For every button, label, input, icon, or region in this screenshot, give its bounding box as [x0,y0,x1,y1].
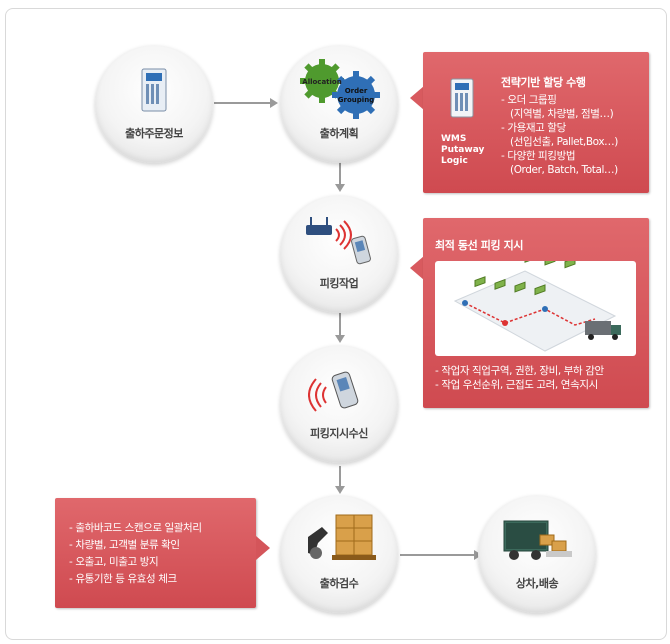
node-order-info: 출하주문정보 [95,45,213,163]
scanner-pallet-icon [308,514,376,560]
list-item: - 유통기한 등 유효성 체크 [69,573,177,585]
router-signal-icon [306,217,371,265]
arrow-receive-to-inspect [339,466,341,488]
list-item: - 다양한 피킹방법 [501,150,576,162]
node-label: 출하검수 [319,577,359,590]
panel-list: - 출하바코드 스캔으로 일괄처리 - 차량별, 고객별 분류 확인 - 오출고… [69,520,202,588]
wms-line: Logic [441,156,468,166]
callout-pointer [256,536,270,560]
warehouse-layout-icon [453,249,621,352]
gear-label-order: Order [345,87,368,95]
list-item: (지역별, 차량별, 점별…) [510,108,614,120]
node-loading-delivery: 상차,배송 [478,495,596,613]
arrow-head [335,486,345,494]
list-item: - 출하바코드 스캔으로 일괄처리 [69,522,202,534]
list-item: - 오출고, 미출고 방지 [69,556,159,568]
server-icon [450,78,474,118]
arrow-head [270,98,278,108]
node-label: 출하주문정보 [125,127,183,140]
gear-label-allocation: Allocation [302,78,341,86]
node-label: 출하계획 [319,127,359,140]
arrow-order-to-plan [214,102,272,104]
callout-pointer [410,256,424,280]
arrow-plan-to-picking [339,160,341,186]
node-shipping-plan: Allocation Order Grouping 출하계획 [280,45,398,163]
list-item: - 차량별, 고객별 분류 확인 [69,539,180,551]
gears-icon: Allocation Order Grouping [300,59,380,119]
wms-logic-label: WMS Putaway Logic [441,134,484,167]
arrow-head [335,335,345,343]
arrow-head [335,184,345,192]
panel-strategy-allocation: WMS Putaway Logic 전략기반 할당 수행 - 오더 그룹핑 (지… [423,52,649,193]
server-icon [141,68,167,112]
arrow-picking-to-receive [339,313,341,337]
list-item: - 가용재고 할당 [501,122,566,134]
panel-list: - 오더 그룹핑 (지역별, 차량별, 점별…) - 가용재고 할당 (선입선출… [501,93,618,177]
list-item: - 작업자 직업구역, 권한, 장비, 부하 감안 [435,365,604,377]
panel-shipping-inspection: - 출하바코드 스캔으로 일괄처리 - 차량별, 고객별 분류 확인 - 오출고… [55,498,256,608]
panel-title: 최적 동선 피킹 지시 [435,239,524,252]
wms-line: Putaway [441,145,485,155]
node-label: 피킹작업 [319,277,359,290]
wms-line: WMS [441,134,467,144]
node-label: 상차,배송 [515,577,559,590]
warehouse-map-image [435,249,636,356]
list-item: - 작업 우선순위, 근접도 고려, 연속지시 [435,379,598,391]
callout-pointer [410,86,424,110]
panel-list: - 작업자 직업구역, 권한, 장비, 부하 감안 - 작업 우선순위, 근접도… [435,364,604,392]
list-item: (선입선출, Pallet,Box…) [510,136,618,148]
node-label: 피킹지시수신 [310,427,368,440]
panel-title: 전략기반 할당 수행 [501,76,586,89]
gear-label-grouping: Grouping [338,96,374,104]
handheld-signal-icon [308,371,359,412]
node-shipping-inspection: 출하검수 [280,495,398,613]
node-picking-work: 피킹작업 [280,195,398,313]
panel-optimal-picking: 최적 동선 피킹 지시 - 작업자 직업구역, 권한, [423,218,649,408]
list-item: (Order, Batch, Total…) [510,164,618,176]
list-item: - 오더 그룹핑 [501,94,557,106]
truck-loading-icon [503,520,572,560]
arrow-inspect-to-delivery [400,554,476,556]
node-picking-receive: 피킹지시수신 [280,345,398,463]
